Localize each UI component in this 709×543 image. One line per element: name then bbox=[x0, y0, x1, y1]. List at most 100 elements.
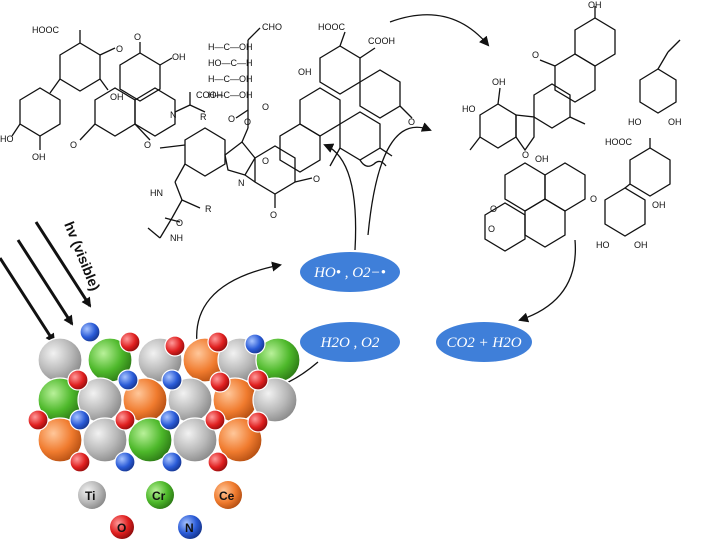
n-atom bbox=[159, 409, 181, 431]
sugar-chain bbox=[235, 27, 261, 128]
phenoxazine-core bbox=[79, 42, 206, 141]
n-atom bbox=[117, 369, 139, 391]
o-label-17: O bbox=[590, 194, 597, 204]
catalyst-lattice bbox=[27, 321, 301, 473]
o-atom bbox=[207, 451, 229, 473]
o-label-7: O bbox=[270, 210, 277, 220]
o-label-12: O bbox=[262, 156, 269, 166]
o-atom bbox=[247, 411, 269, 433]
legend-ti-label: Ti bbox=[85, 489, 95, 503]
element-legend: Ti Cr Ce O N bbox=[78, 481, 242, 539]
degradation-products: HO OH O OH O HO OH OH O O O bbox=[462, 0, 682, 252]
o-atom bbox=[27, 409, 49, 431]
n-atom bbox=[161, 369, 183, 391]
product-catechol-biphenyl bbox=[604, 138, 671, 237]
legend-ce-swatch bbox=[214, 481, 242, 509]
product-ethylcatechol bbox=[639, 39, 681, 114]
benzofuran-quinone-unit bbox=[279, 31, 413, 173]
light-ray-2 bbox=[16, 239, 74, 326]
n-atom bbox=[244, 333, 266, 355]
n-atom bbox=[161, 451, 183, 473]
hooc-label-3: HOOC bbox=[605, 137, 633, 147]
sugar-row-3: H—C—OH bbox=[208, 74, 253, 84]
o-atom bbox=[114, 409, 136, 431]
o-label-1: O bbox=[116, 44, 123, 54]
o-atom bbox=[119, 331, 141, 353]
aminophenyl-ring bbox=[147, 127, 226, 239]
oh-label-2: OH bbox=[32, 152, 46, 162]
ti-atom bbox=[172, 417, 218, 463]
legend-o-swatch bbox=[110, 515, 134, 539]
o-label-14: O bbox=[532, 50, 539, 60]
r-label-2: R bbox=[205, 204, 212, 214]
o-label-10: O bbox=[408, 117, 415, 127]
legend-ti-swatch bbox=[78, 481, 106, 509]
oh-label-8: OH bbox=[535, 154, 549, 164]
arrow-to-polymer bbox=[323, 143, 357, 251]
reactants-label: H2O , O2 bbox=[320, 335, 380, 351]
o-atom bbox=[247, 369, 269, 391]
o-label-3: O bbox=[70, 140, 77, 150]
cooh-label-2: COOH bbox=[196, 90, 223, 100]
hn-label: HN bbox=[150, 188, 163, 198]
o-label-5: O bbox=[176, 218, 183, 228]
sugar-row-1: H—C—OH bbox=[208, 42, 253, 52]
ce-atom bbox=[37, 417, 83, 463]
ho-label-3: HO bbox=[628, 117, 642, 127]
arrow-top-curve bbox=[389, 14, 490, 47]
o-atom bbox=[209, 371, 231, 393]
ho-label-4: HO bbox=[596, 240, 610, 250]
radicals-pill: HO• , O2−• bbox=[300, 252, 400, 292]
oh-label-10: OH bbox=[634, 240, 648, 250]
nh-label: NH bbox=[170, 233, 183, 243]
products-label: CO2 + H2O bbox=[446, 335, 521, 351]
light-ray-3 bbox=[34, 221, 92, 308]
o-label-4: O bbox=[144, 140, 151, 150]
oh-label-5: OH bbox=[492, 77, 506, 87]
cooh-label-1: HOOC bbox=[32, 25, 60, 35]
product-phenanthrenequinone bbox=[539, 6, 616, 103]
reactants-pill: H2O , O2 bbox=[300, 322, 400, 362]
legend-o-label: O bbox=[117, 521, 126, 535]
n-label-1: N bbox=[170, 110, 177, 120]
indolinone-core bbox=[224, 127, 313, 208]
arrow-mineralization bbox=[518, 239, 577, 323]
cho-label: CHO bbox=[262, 22, 282, 32]
cooh-label-3: COOH bbox=[368, 36, 395, 46]
sugar-row-2: HO—C—H bbox=[208, 58, 253, 68]
n-atom bbox=[79, 321, 101, 343]
r-label-1: R bbox=[200, 112, 207, 122]
oh-label-1: OH bbox=[110, 92, 124, 102]
oh-label-6: OH bbox=[588, 0, 602, 10]
light-label: hv (visible) bbox=[61, 219, 103, 293]
legend-ce-label: Ce bbox=[219, 489, 235, 503]
o-atom bbox=[204, 409, 226, 431]
o-atom bbox=[207, 331, 229, 353]
products-pill: CO2 + H2O bbox=[436, 322, 532, 362]
o-label-8: O bbox=[313, 174, 320, 184]
product-benzofuran-quinone bbox=[484, 162, 586, 252]
oh-label-3: OH bbox=[172, 52, 186, 62]
oh-label-7: OH bbox=[668, 117, 682, 127]
o-atom bbox=[69, 451, 91, 473]
o-label-16: O bbox=[488, 224, 495, 234]
light-ray-1 bbox=[0, 257, 56, 344]
product-dibenzofuran-diol bbox=[469, 83, 586, 152]
hooc-label-2: HOOC bbox=[318, 22, 346, 32]
n-atom bbox=[114, 451, 136, 473]
n-label-2: N bbox=[238, 178, 245, 188]
o-atom bbox=[164, 335, 186, 357]
o-label-2: O bbox=[134, 32, 141, 42]
polymer-structure: HOOC OH O HO OH O OH N COOH R O O bbox=[0, 22, 415, 243]
o-label-9: O bbox=[228, 114, 235, 124]
oh-label-4: OH bbox=[298, 67, 312, 77]
legend-n-label: N bbox=[185, 521, 194, 535]
ho-label-2: HO bbox=[462, 104, 476, 114]
ho-label-1: HO bbox=[0, 134, 14, 144]
sugar-row-4: H—C—OH bbox=[208, 90, 253, 100]
cr-atom bbox=[127, 417, 173, 463]
n-atom bbox=[69, 409, 91, 431]
arrow-to-products bbox=[367, 122, 432, 236]
o-label-15: O bbox=[490, 204, 497, 214]
